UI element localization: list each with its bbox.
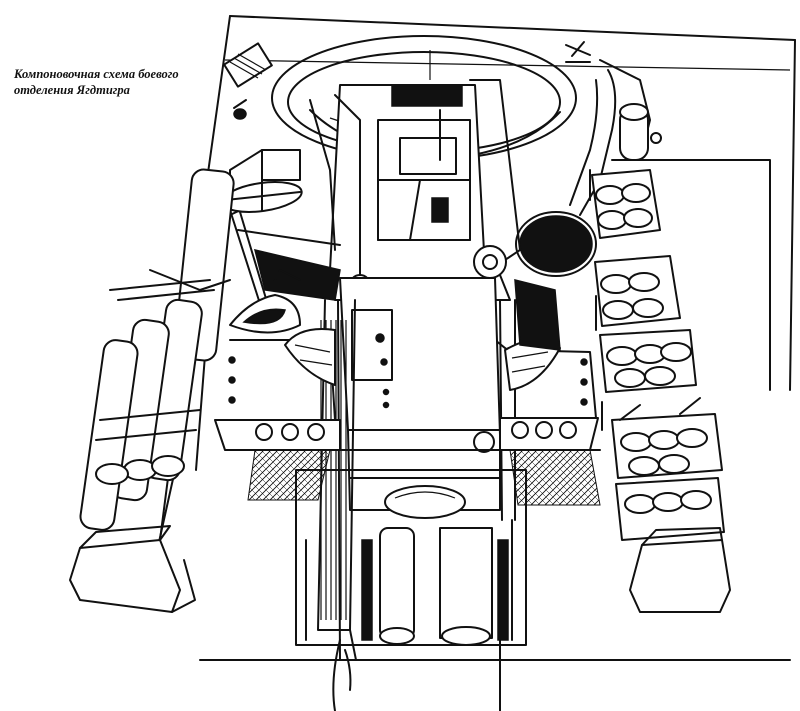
gunner-seat — [229, 269, 301, 334]
shell-stack — [591, 169, 661, 239]
periscope-fitting — [223, 42, 273, 120]
floor-ring-plate — [214, 339, 599, 451]
elevation-arcs — [284, 328, 561, 391]
gun-mount — [309, 79, 521, 361]
loader-seat — [514, 211, 597, 351]
shell-stack — [594, 255, 681, 327]
ceiling-fittings — [565, 41, 662, 216]
elevation-handwheel — [221, 181, 303, 313]
shell-stack — [615, 477, 725, 541]
shell-stack — [611, 413, 723, 479]
right-ammo-rack — [589, 169, 731, 613]
figure-caption: Компоновочная схема боевого отделения Яг… — [14, 67, 179, 97]
left-ammo-rack — [69, 168, 235, 613]
lower-floor — [295, 469, 527, 646]
gun-breech — [339, 277, 501, 519]
left-shelf — [229, 149, 341, 301]
shell-stack — [599, 329, 697, 393]
